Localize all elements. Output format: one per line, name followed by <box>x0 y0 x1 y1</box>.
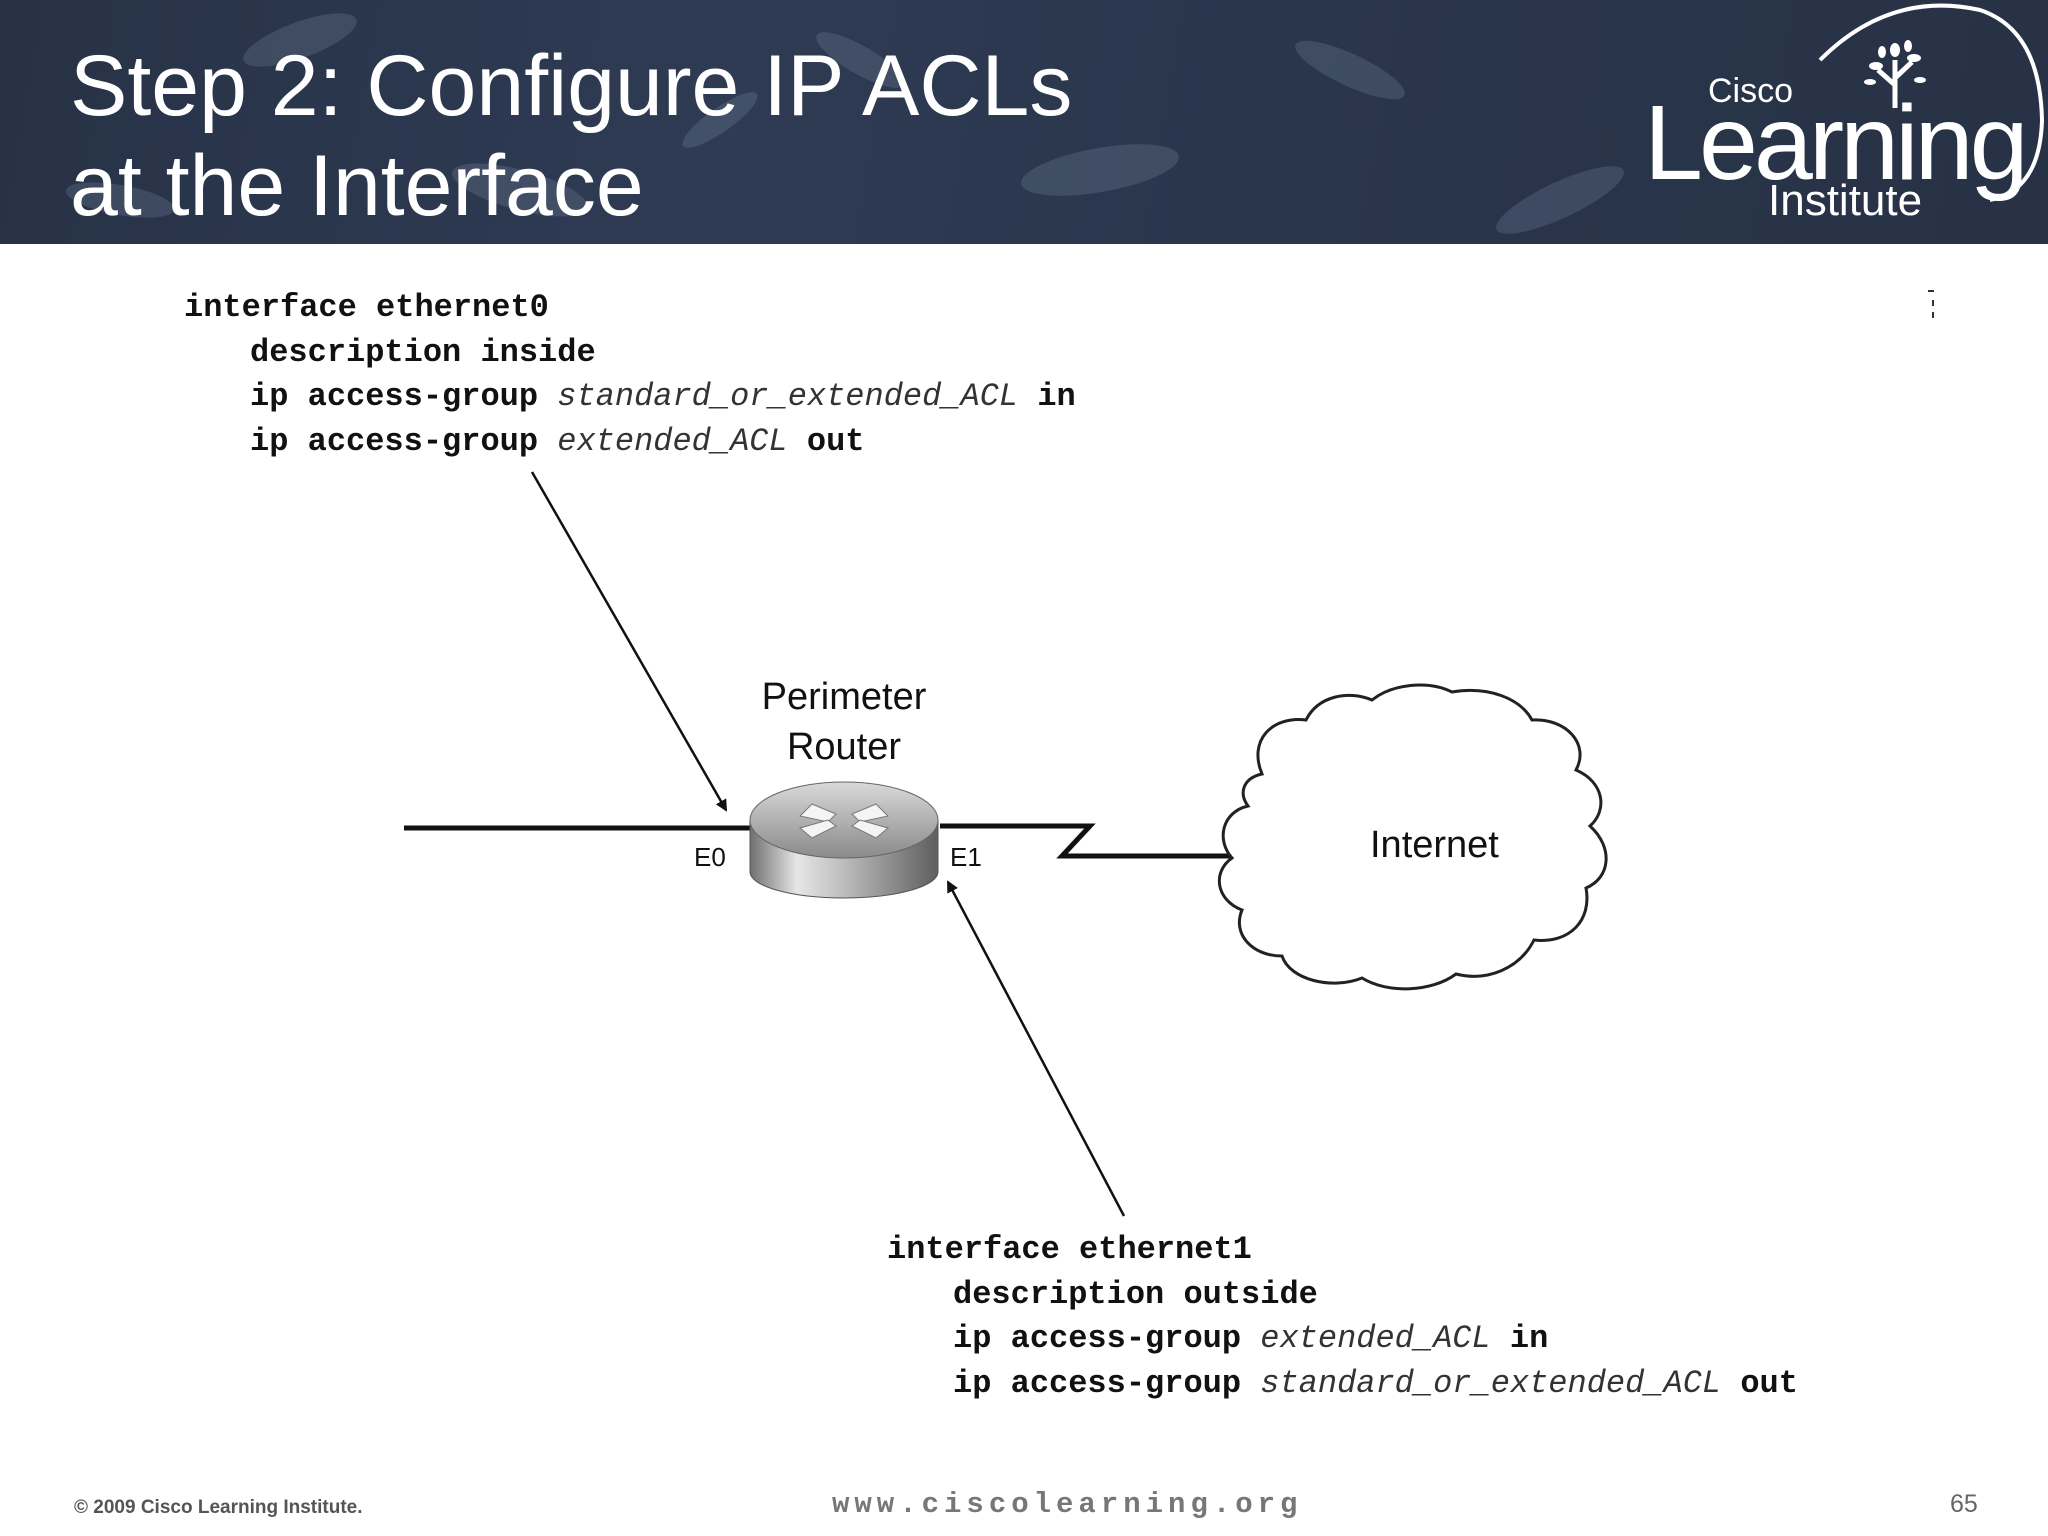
router-label-line-1: Perimeter <box>761 676 927 718</box>
config-e1-out-direction: out <box>1721 1364 1798 1402</box>
corner-tick-marks <box>1928 290 1934 318</box>
config-e1-description-line: description outside <box>953 1275 1318 1313</box>
arrow-to-e0 <box>530 471 728 812</box>
logo-institute-text: Institute <box>1768 176 1923 225</box>
router-icon <box>749 781 939 899</box>
arrow-to-e1 <box>946 880 1126 1217</box>
footer-url: www.ciscolearning.org <box>832 1488 1303 1521</box>
config-e1-out-command: ip access-group <box>953 1364 1261 1402</box>
title-line-1: Step 2: Configure IP ACLs <box>70 38 1073 134</box>
title-line-2: at the Interface <box>70 138 644 234</box>
config-e0-access-group-in-line: ip access-group standard_or_extended_ACL… <box>184 375 1076 420</box>
footer-copyright: © 2009 Cisco Learning Institute. <box>74 1497 363 1518</box>
config-e0-out-direction: out <box>787 422 865 460</box>
logo-arc-icon <box>1818 3 2045 202</box>
config-e1-in-acl-name: extended_ACL <box>1260 1320 1491 1357</box>
config-e1-in-direction: in <box>1490 1320 1549 1357</box>
logo-cisco-text: Cisco <box>1708 72 1794 110</box>
page-number: 65 <box>1950 1490 1978 1518</box>
config-e1-access-group-out-line: ip access-group standard_or_extended_ACL… <box>887 1362 1798 1407</box>
config-e0-out-command: ip access-group <box>250 422 558 460</box>
config-e1-interface-line: interface ethernet1 <box>887 1231 1252 1268</box>
port-label-e0: E0 <box>694 842 726 872</box>
slide-header: Step 2: Configure IP ACLs at the Interfa… <box>0 0 2048 244</box>
config-block-ethernet1: interface ethernet1 description outside ip… <box>887 1228 1798 1406</box>
config-e0-description-line: description inside <box>250 333 596 371</box>
router-label-line-2: Router <box>786 726 902 768</box>
serial-link-to-internet <box>940 823 1230 859</box>
router-label: Perimeter Router <box>754 672 934 772</box>
config-e0-in-command: ip access-group <box>250 378 558 415</box>
port-label-e1: E1 <box>950 842 982 872</box>
config-block-ethernet0: interface ethernet0 description inside ip … <box>184 286 1076 464</box>
config-e0-out-acl-name: extended_ACL <box>557 422 788 460</box>
header-texture <box>65 13 1624 234</box>
config-e0-in-direction: in <box>1018 378 1076 415</box>
internet-cloud-label: Internet <box>1370 824 1499 866</box>
config-e0-access-group-out-line: ip access-group extended_ACL out <box>184 420 1076 465</box>
config-e1-in-command: ip access-group <box>953 1320 1261 1357</box>
internet-cloud-icon <box>1217 683 1608 991</box>
logo-learning-text: Learning <box>1644 84 2029 202</box>
config-e1-access-group-in-line: ip access-group extended_ACL in <box>887 1317 1798 1362</box>
config-e0-in-acl-name: standard_or_extended_ACL <box>557 378 1019 415</box>
slide-title: Step 2: Configure IP ACLs at the Interfa… <box>70 36 1072 236</box>
config-e1-out-acl-name: standard_or_extended_ACL <box>1260 1364 1722 1402</box>
config-e0-interface-line: interface ethernet0 <box>184 289 549 326</box>
